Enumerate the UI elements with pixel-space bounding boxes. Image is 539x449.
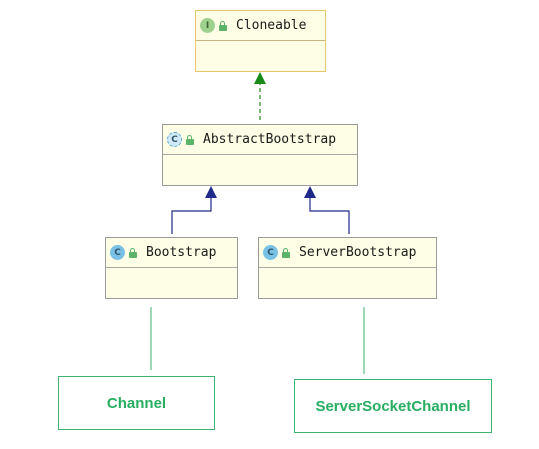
lock-icon (282, 247, 291, 258)
abstract-bootstrap-header: C AbstractBootstrap (163, 125, 357, 155)
abstract-bootstrap-name: AbstractBootstrap (203, 132, 337, 147)
abstract-bootstrap-class-box[interactable]: C AbstractBootstrap (162, 124, 358, 186)
cloneable-name: Cloneable (236, 18, 307, 33)
implements-arrowhead (254, 72, 266, 84)
bootstrap-name: Bootstrap (146, 245, 217, 260)
interface-icon: I (200, 18, 215, 33)
lock-icon (186, 134, 195, 145)
server-bootstrap-name: ServerBootstrap (299, 245, 417, 260)
bootstrap-header: C Bootstrap (106, 238, 237, 268)
server-bootstrap-header: C ServerBootstrap (259, 238, 436, 268)
serverbootstrap-extends-connector (309, 198, 350, 234)
serverbootstrap-extends-arrowhead (304, 186, 316, 198)
channel-box: Channel (58, 376, 215, 430)
bootstrap-class-box[interactable]: C Bootstrap (105, 237, 238, 299)
class-icon: C (110, 245, 125, 260)
class-icon: C (263, 245, 278, 260)
lock-icon (129, 247, 138, 258)
lock-icon (219, 20, 228, 31)
server-socket-channel-box: ServerSocketChannel (294, 379, 492, 433)
cloneable-header: I Cloneable (196, 11, 325, 41)
abstract-class-icon: C (167, 132, 182, 147)
bootstrap-extends-arrowhead (205, 186, 217, 198)
bootstrap-extends-connector (171, 198, 212, 234)
server-bootstrap-class-box[interactable]: C ServerBootstrap (258, 237, 437, 299)
cloneable-interface-box[interactable]: I Cloneable (195, 10, 326, 72)
